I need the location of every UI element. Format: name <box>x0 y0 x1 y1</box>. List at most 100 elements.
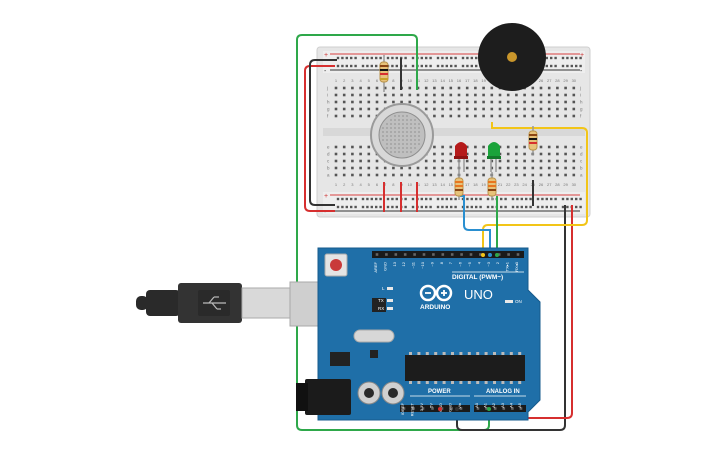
breadboard-hole[interactable] <box>523 107 526 111</box>
rail-hole[interactable] <box>391 197 394 201</box>
rail-hole[interactable] <box>504 205 507 209</box>
breadboard-hole[interactable] <box>515 93 518 97</box>
breadboard-hole[interactable] <box>474 86 477 90</box>
rail-hole[interactable] <box>375 64 378 68</box>
rail-hole[interactable] <box>361 197 365 201</box>
rail-hole[interactable] <box>475 56 478 60</box>
breadboard-hole[interactable] <box>490 107 494 111</box>
breadboard-hole[interactable] <box>482 159 485 163</box>
breadboard-hole[interactable] <box>359 145 362 149</box>
rail-hole[interactable] <box>436 197 440 201</box>
rail-hole[interactable] <box>370 64 373 68</box>
breadboard-hole[interactable] <box>424 93 428 97</box>
resistor-buzzer[interactable] <box>528 126 538 155</box>
breadboard-hole[interactable] <box>433 114 436 118</box>
rail-hole[interactable] <box>561 205 565 209</box>
breadboard-hole[interactable] <box>334 93 338 97</box>
breadboard-hole[interactable] <box>334 86 338 90</box>
breadboard-hole[interactable] <box>441 152 444 156</box>
wire-blue-led-red[interactable] <box>460 195 491 255</box>
rail-hole[interactable] <box>425 205 428 209</box>
breadboard-hole[interactable] <box>359 166 362 170</box>
rail-hole[interactable] <box>450 64 453 68</box>
breadboard-hole[interactable] <box>547 93 551 97</box>
rail-hole[interactable] <box>554 64 557 68</box>
rail-hole[interactable] <box>570 64 573 68</box>
rail-hole[interactable] <box>450 205 453 209</box>
rail-hole[interactable] <box>375 56 378 60</box>
rail-hole[interactable] <box>379 56 382 60</box>
rail-hole[interactable] <box>566 205 569 209</box>
breadboard-hole[interactable] <box>465 152 469 156</box>
breadboard-hole[interactable] <box>482 166 485 170</box>
breadboard-hole[interactable] <box>351 173 354 177</box>
rail-hole[interactable] <box>370 197 373 201</box>
rail-hole[interactable] <box>511 197 515 201</box>
breadboard-hole[interactable] <box>556 86 559 90</box>
piezo-buzzer[interactable] <box>478 23 546 91</box>
breadboard-hole[interactable] <box>457 93 461 97</box>
rail-hole[interactable] <box>545 205 548 209</box>
rail-hole[interactable] <box>545 64 548 68</box>
wire-red-left-rail[interactable] <box>304 65 335 212</box>
breadboard-hole[interactable] <box>474 145 477 149</box>
rail-hole[interactable] <box>529 205 532 209</box>
breadboard-hole[interactable] <box>523 114 526 118</box>
breadboard-hole[interactable] <box>416 93 420 97</box>
rail-hole[interactable] <box>361 64 365 68</box>
breadboard-hole[interactable] <box>359 100 362 104</box>
breadboard-hole[interactable] <box>342 100 346 104</box>
breadboard-hole[interactable] <box>506 166 510 170</box>
breadboard-hole[interactable] <box>523 100 526 104</box>
breadboard-hole[interactable] <box>531 166 535 170</box>
breadboard-hole[interactable] <box>515 152 518 156</box>
breadboard-hole[interactable] <box>367 93 371 97</box>
rail-hole[interactable] <box>550 197 553 201</box>
breadboard-hole[interactable] <box>531 86 535 90</box>
wire-black-left-rail[interactable] <box>309 59 337 206</box>
rail-hole[interactable] <box>441 64 444 68</box>
rail-hole[interactable] <box>386 56 390 60</box>
breadboard-hole[interactable] <box>482 86 485 90</box>
rail-hole[interactable] <box>479 205 482 209</box>
breadboard-hole[interactable] <box>449 114 453 118</box>
rail-hole[interactable] <box>575 56 578 60</box>
rail-hole[interactable] <box>366 56 369 60</box>
rail-hole[interactable] <box>441 197 444 201</box>
rail-hole[interactable] <box>520 205 523 209</box>
rail-hole[interactable] <box>366 205 369 209</box>
rail-hole[interactable] <box>386 205 390 209</box>
rail-hole[interactable] <box>579 205 582 209</box>
breadboard-hole[interactable] <box>490 166 494 170</box>
breadboard-hole[interactable] <box>375 93 379 97</box>
breadboard-hole[interactable] <box>474 152 477 156</box>
breadboard-hole[interactable] <box>367 107 371 111</box>
breadboard-hole[interactable] <box>392 93 395 97</box>
breadboard-hole[interactable] <box>465 86 469 90</box>
breadboard-hole[interactable] <box>572 86 576 90</box>
power-header[interactable] <box>400 405 470 412</box>
header-pin[interactable] <box>432 253 435 256</box>
breadboard-hole[interactable] <box>449 166 453 170</box>
rail-hole[interactable] <box>554 197 557 201</box>
rail-hole[interactable] <box>354 205 357 209</box>
rail-hole[interactable] <box>341 56 344 60</box>
breadboard-hole[interactable] <box>449 107 453 111</box>
rail-hole[interactable] <box>379 197 382 201</box>
breadboard-hole[interactable] <box>342 86 346 90</box>
rail-hole[interactable] <box>450 56 453 60</box>
breadboard-hole[interactable] <box>523 93 526 97</box>
rail-hole[interactable] <box>520 197 523 201</box>
rail-hole[interactable] <box>554 56 557 60</box>
rail-hole[interactable] <box>570 197 573 201</box>
header-pin[interactable] <box>402 407 406 410</box>
breadboard-hole[interactable] <box>441 93 444 97</box>
rail-hole[interactable] <box>454 197 457 201</box>
rail-hole[interactable] <box>404 197 407 201</box>
breadboard-hole[interactable] <box>498 100 502 104</box>
rail-hole[interactable] <box>370 205 373 209</box>
breadboard-hole[interactable] <box>408 173 412 177</box>
breadboard-hole[interactable] <box>498 114 502 118</box>
breadboard-hole[interactable] <box>457 86 461 90</box>
